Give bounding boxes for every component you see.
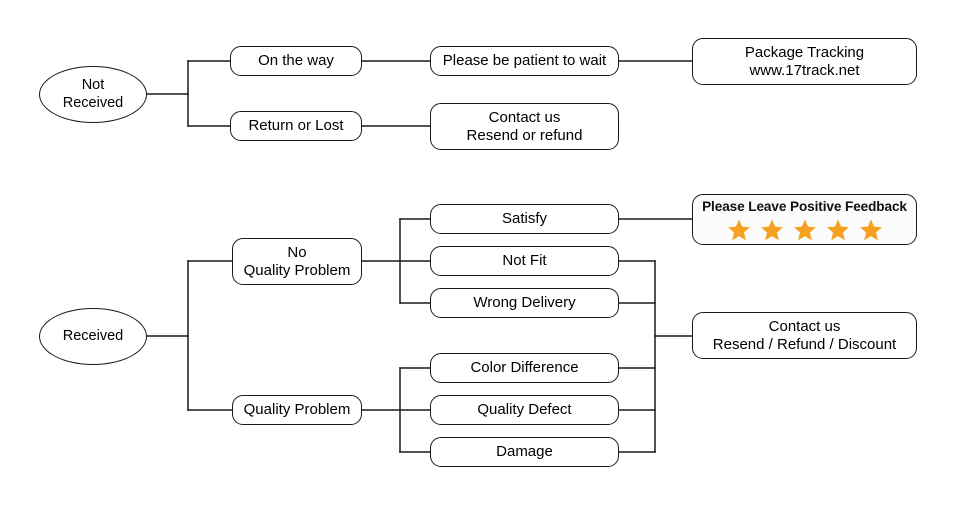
- node-positive-feedback[interactable]: Please Leave Positive Feedback: [692, 194, 917, 245]
- node-please-be-patient[interactable]: Please be patient to wait: [430, 46, 619, 76]
- node-on-the-way[interactable]: On the way: [230, 46, 362, 76]
- node-satisfy[interactable]: Satisfy: [430, 204, 619, 234]
- node-contact-resend-or-refund[interactable]: Contact us Resend or refund: [430, 103, 619, 150]
- star-icon[interactable]: [760, 218, 784, 242]
- feedback-title: Please Leave Positive Feedback: [702, 199, 907, 215]
- node-contact-resend-refund-discount[interactable]: Contact us Resend / Refund / Discount: [692, 312, 917, 359]
- node-received[interactable]: Received: [39, 308, 147, 365]
- node-no-quality-problem[interactable]: No Quality Problem: [232, 238, 362, 285]
- node-quality-problem[interactable]: Quality Problem: [232, 395, 362, 425]
- node-package-tracking[interactable]: Package Tracking www.17track.net: [692, 38, 917, 85]
- star-icon[interactable]: [727, 218, 751, 242]
- node-quality-defect[interactable]: Quality Defect: [430, 395, 619, 425]
- node-not-received[interactable]: Not Received: [39, 66, 147, 123]
- star-icon[interactable]: [826, 218, 850, 242]
- star-icon[interactable]: [793, 218, 817, 242]
- node-damage[interactable]: Damage: [430, 437, 619, 467]
- star-rating[interactable]: [727, 218, 883, 242]
- node-return-or-lost[interactable]: Return or Lost: [230, 111, 362, 141]
- node-wrong-delivery[interactable]: Wrong Delivery: [430, 288, 619, 318]
- node-color-difference[interactable]: Color Difference: [430, 353, 619, 383]
- star-icon[interactable]: [859, 218, 883, 242]
- node-not-fit[interactable]: Not Fit: [430, 246, 619, 276]
